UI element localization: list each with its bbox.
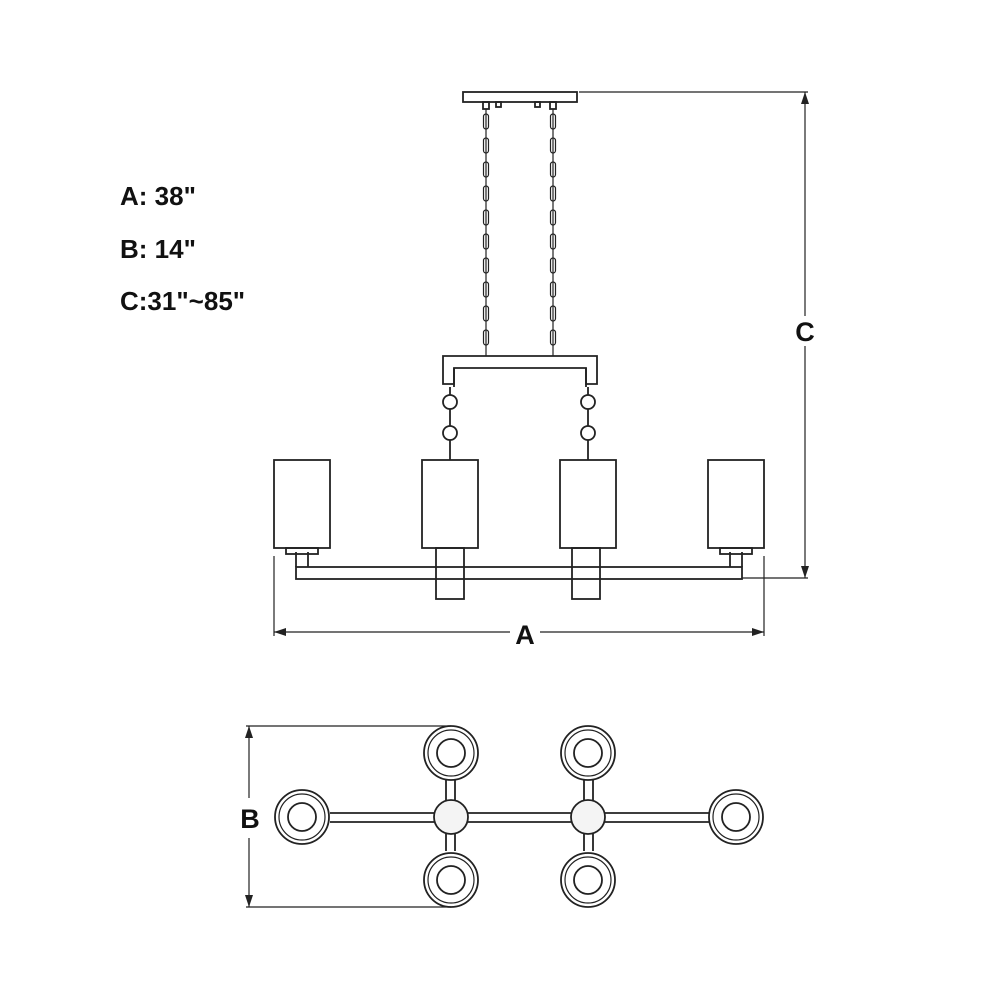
chain-link	[482, 161, 490, 178]
spec-width: A: 38"	[120, 181, 196, 211]
chain-link	[549, 257, 557, 274]
plan-shades	[274, 725, 764, 908]
chain-link	[482, 209, 490, 226]
connector-left	[442, 387, 458, 460]
shade-outer-left	[273, 459, 331, 555]
dimension-c: C	[579, 91, 815, 579]
plan-shade	[560, 725, 616, 781]
dimension-a-label: A	[515, 620, 535, 650]
chain-link	[482, 233, 490, 250]
top-view: B	[240, 725, 764, 908]
chain-link	[482, 305, 490, 322]
hub-left	[433, 799, 469, 835]
dimension-a: A	[273, 556, 765, 650]
chain-link	[549, 305, 557, 322]
front-view: C A	[273, 91, 815, 650]
canopy	[462, 91, 578, 110]
shade-inner-left	[421, 459, 479, 600]
shade-outer-right	[707, 459, 765, 555]
chain-link	[549, 233, 557, 250]
dimension-c-label: C	[795, 317, 815, 347]
chain-link	[482, 257, 490, 274]
chain-link	[482, 329, 490, 346]
chain-link	[549, 161, 557, 178]
hub-right	[570, 799, 606, 835]
plan-shade	[560, 852, 616, 908]
spec-height: C:31"~85"	[120, 286, 246, 316]
chain-link	[482, 137, 490, 154]
chain-link	[549, 185, 557, 202]
chain-link	[482, 113, 490, 130]
hanging-bracket	[442, 355, 598, 387]
chain-link	[549, 137, 557, 154]
plan-shade	[423, 725, 479, 781]
plan-shade	[423, 852, 479, 908]
connector-right	[580, 387, 596, 460]
plan-shade	[274, 789, 330, 845]
dimension-b-label: B	[240, 804, 260, 834]
plan-shade	[708, 789, 764, 845]
chain-link	[482, 185, 490, 202]
main-arm	[295, 552, 743, 580]
spec-depth: B: 14"	[120, 234, 196, 264]
chain-left	[482, 109, 490, 356]
chain-right	[549, 109, 557, 356]
dimension-b: B	[240, 725, 451, 908]
plan-arms	[330, 780, 710, 851]
shade-inner-right	[559, 459, 617, 600]
chain-link	[549, 329, 557, 346]
chain-link	[549, 209, 557, 226]
chain-link	[482, 281, 490, 298]
chain-link	[549, 113, 557, 130]
chain-link	[549, 281, 557, 298]
